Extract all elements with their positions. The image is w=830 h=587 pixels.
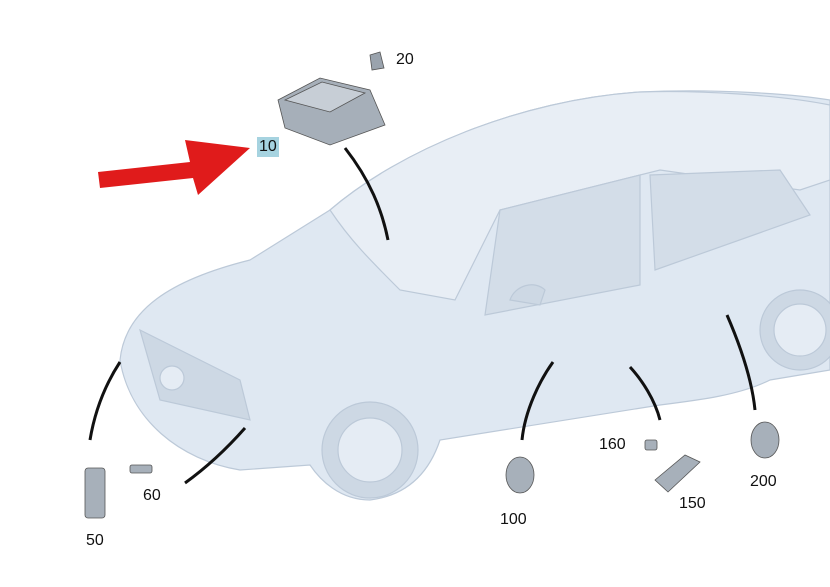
- part-label-200: 200: [750, 473, 777, 490]
- part-label-100: 100: [500, 511, 527, 528]
- red-pointer-arrow: [98, 140, 250, 195]
- part-label-60: 60: [143, 487, 161, 504]
- part-label-160: 160: [599, 436, 626, 453]
- clip-nut-part: [369, 51, 385, 71]
- small-parts: [84, 421, 780, 519]
- control-unit-part: [277, 77, 386, 146]
- part-label-150: 150: [679, 495, 706, 512]
- part-label-50: 50: [86, 532, 104, 549]
- part-label-20: 20: [396, 51, 414, 68]
- leader-lines: [88, 147, 757, 485]
- part-label-10-highlighted: 10: [257, 137, 279, 157]
